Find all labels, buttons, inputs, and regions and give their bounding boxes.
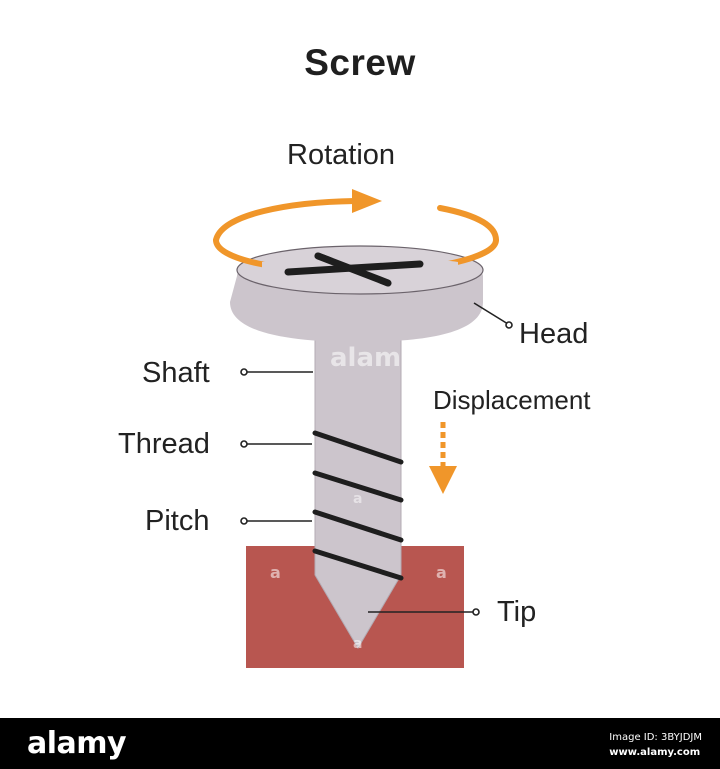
watermark-mark-left: a xyxy=(270,563,281,582)
label-pitch: Pitch xyxy=(145,505,210,537)
label-rotation: Rotation xyxy=(287,139,396,171)
rotation-arrow-back-right xyxy=(437,205,499,243)
rotation-arrowhead xyxy=(352,189,382,213)
label-tip: Tip xyxy=(497,596,537,628)
watermark-center: alamy xyxy=(330,343,419,373)
watermark-mark-tip: a xyxy=(353,636,363,652)
rotation-arrow-back xyxy=(213,198,358,243)
alamy-logo: alamy xyxy=(27,726,127,761)
screw-threads xyxy=(312,430,404,581)
diagram-canvas: alamy a a a a xyxy=(213,189,513,668)
watermark-mark-shaft: a xyxy=(353,491,363,507)
leader-lines xyxy=(240,302,513,616)
site-url: www.alamy.com xyxy=(609,747,701,758)
image-meta: Image ID: 3BYJDJM www.alamy.com xyxy=(609,730,702,760)
image-id: Image ID: 3BYJDJM xyxy=(609,732,702,743)
diagram-title: Screw xyxy=(304,42,416,83)
label-shaft: Shaft xyxy=(142,357,210,389)
displacement-arrow xyxy=(429,422,457,494)
screw-diagram xyxy=(213,189,513,668)
watermark-mark-right: a xyxy=(436,563,447,582)
footer-bar: alamy Image ID: 3BYJDJM www.alamy.com xyxy=(0,718,720,769)
label-displacement: Displacement xyxy=(433,385,591,415)
label-thread: Thread xyxy=(118,428,210,460)
label-head: Head xyxy=(519,318,589,350)
cross-slot-front xyxy=(284,252,424,287)
